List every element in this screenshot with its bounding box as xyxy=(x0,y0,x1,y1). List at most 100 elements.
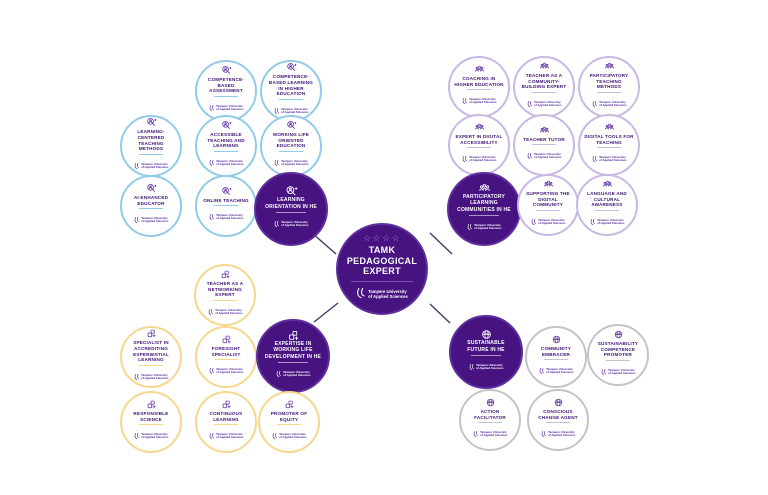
people-group-icon xyxy=(539,61,550,72)
title-underline xyxy=(544,359,568,361)
tamk-logo-glyph xyxy=(590,213,596,231)
tamk-logo-glyph xyxy=(469,358,475,376)
badge-title: DIGITAL TOOLS FOR TEACHING xyxy=(584,133,634,145)
badge-title: ACTION FACILITATOR xyxy=(474,408,506,420)
title-underline xyxy=(546,422,570,424)
badge-title: ACCESSIBLE TEACHING AND LEARNING xyxy=(207,131,245,149)
people-group-icon xyxy=(474,122,485,133)
title-underline xyxy=(536,210,560,212)
title-underline xyxy=(469,215,499,217)
badge-title: COMPETENCE-BASED LEARNING IN HIGHER EDUC… xyxy=(268,73,314,97)
magnifier-person-icon xyxy=(221,120,232,131)
badge-title: COMPETENCE-BASED ASSESSMENT xyxy=(207,76,245,94)
tamk-logo-glyph xyxy=(134,368,140,386)
badge-title: CONTINUOUS LEARNING xyxy=(209,410,243,422)
badge-specialist-in-accrediting-experiential-learning: SPECIALIST IN ACCREDITING EXPERIENTIAL L… xyxy=(120,326,182,388)
title-underline xyxy=(276,212,306,213)
badge-title: TEACHER TUTOR xyxy=(523,136,565,142)
magnifier-person-icon xyxy=(286,62,297,73)
magnifier-person-icon xyxy=(221,65,232,76)
badge-title: TEACHER AS A COMMUNITY-BUILDING EXPERT xyxy=(521,72,567,90)
tamk-logo-glyph xyxy=(539,362,545,380)
blocks-icon xyxy=(146,399,157,410)
title-underline xyxy=(139,154,163,156)
tamk-logo-glyph xyxy=(134,157,140,175)
title-underline xyxy=(213,300,237,302)
magnifier-person-icon xyxy=(221,186,232,197)
hub-title: EXPERTISE IN WORKING LIFE DEVELOPMENT IN… xyxy=(264,340,322,360)
tamk-logo-glyph xyxy=(274,215,280,233)
globe-icon xyxy=(553,397,564,408)
blocks-icon xyxy=(284,399,295,410)
title-underline xyxy=(139,424,163,426)
badge-title: PARTICIPATORY TEACHING METHODS xyxy=(589,72,629,90)
globe-icon xyxy=(485,397,496,408)
magnifier-person-icon xyxy=(285,185,298,196)
title-underline xyxy=(139,365,163,367)
tamk-logo-glyph xyxy=(134,211,140,229)
title-underline xyxy=(597,92,621,94)
people-group-icon xyxy=(539,125,550,136)
title-underline xyxy=(214,96,238,98)
tamk-logo-glyph xyxy=(209,99,215,117)
tamk-logo-glyph xyxy=(592,95,598,113)
title-underline xyxy=(532,144,556,146)
title-underline xyxy=(467,89,491,91)
tamk-logo-glyph xyxy=(209,362,215,380)
tamk-logo-glyph xyxy=(467,218,473,236)
badge-title: SUPPORTING THE DIGITAL COMMUNITY xyxy=(526,190,570,208)
title-underline xyxy=(478,422,502,424)
blocks-icon xyxy=(221,399,232,410)
badge-supporting-the-digital-community: SUPPORTING THE DIGITAL COMMUNITY Tampere … xyxy=(517,174,579,236)
magnifier-person-icon xyxy=(146,117,157,128)
people-group-icon xyxy=(543,179,554,190)
magnifier-person-icon xyxy=(146,183,157,194)
people-group-icon xyxy=(474,64,485,75)
star-rating-icons: ☆☆☆☆ xyxy=(362,233,402,244)
tamk-logo-glyph xyxy=(274,154,280,172)
people-group-icon xyxy=(604,61,615,72)
tamk-logo-glyph xyxy=(134,427,140,445)
hub-title: PARTICIPATORY LEARNING COMMUNITIES IN HE xyxy=(457,193,511,213)
